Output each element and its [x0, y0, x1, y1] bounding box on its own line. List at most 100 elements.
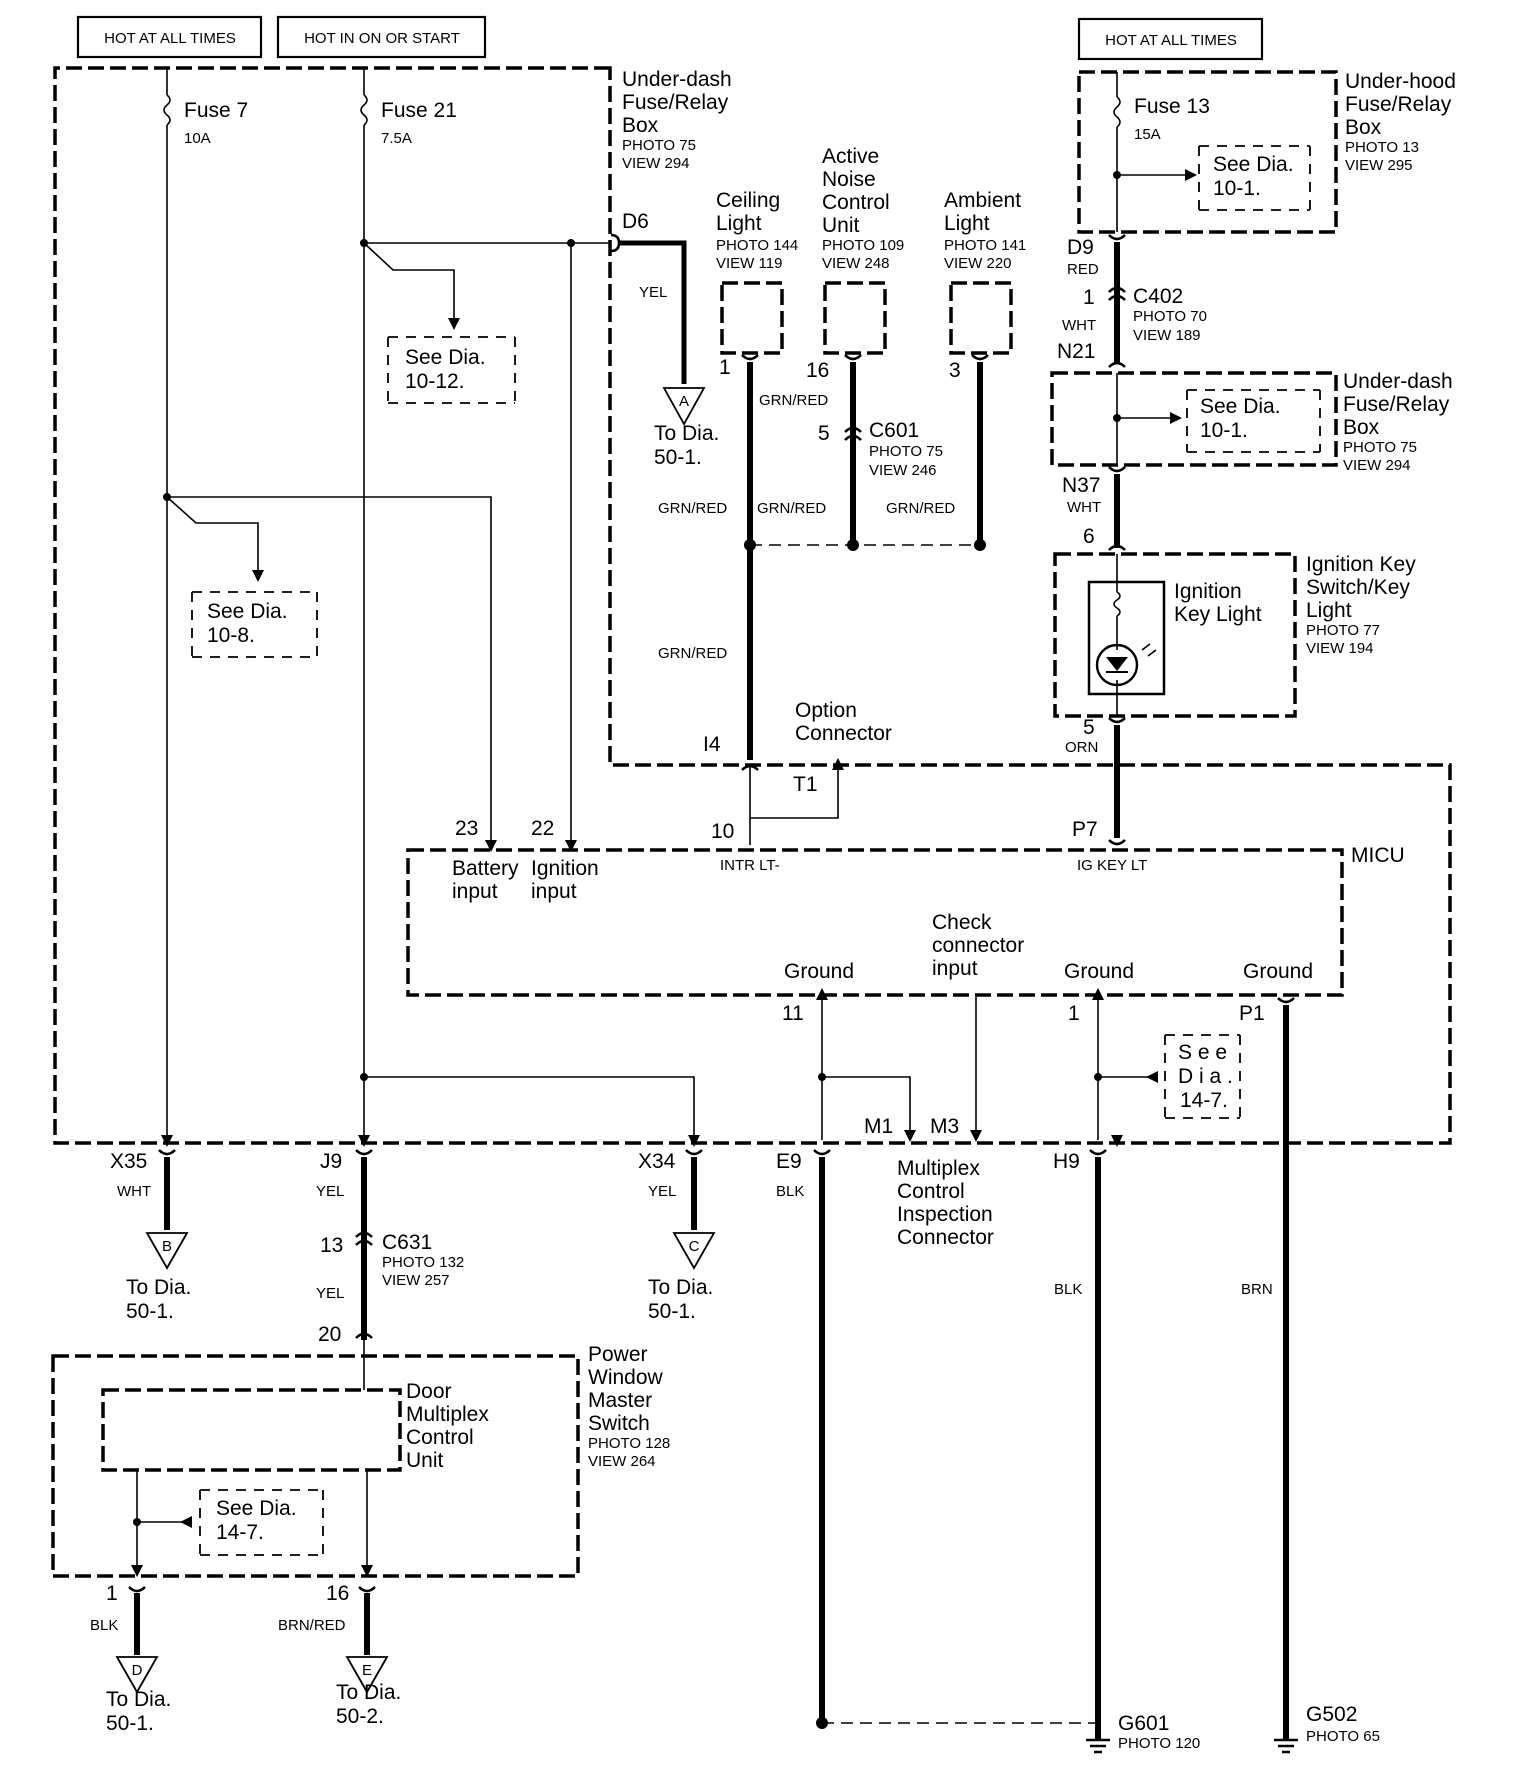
- d6-wire-color: YEL: [639, 284, 667, 301]
- svg-text:Ceiling: Ceiling: [716, 189, 780, 212]
- svg-text:PHOTO 120: PHOTO 120: [1118, 1735, 1200, 1752]
- svg-text:23: 23: [455, 817, 478, 840]
- svg-text:INTR LT-: INTR LT-: [720, 857, 780, 874]
- svg-text:Unit: Unit: [822, 214, 860, 237]
- offpage-arrow-b: B: [145, 1232, 189, 1270]
- svg-text:Switch: Switch: [588, 1412, 650, 1435]
- svg-text:Ignition: Ignition: [1174, 580, 1242, 603]
- underdash-fuse-box-outline: [53, 66, 1452, 1145]
- svg-text:C631: C631: [382, 1231, 432, 1254]
- see-dia-10-1-mid-box: See Dia. 10-1.: [1186, 389, 1321, 453]
- hot-at-all-times-right-box: HOT AT ALL TIMES: [1077, 17, 1264, 61]
- to-dia-b-l1: To Dia.: [126, 1276, 191, 1299]
- svg-text:10A: 10A: [184, 130, 211, 147]
- svg-text:PHOTO 75: PHOTO 75: [1343, 439, 1417, 456]
- thick-wires: [134, 240, 1289, 1740]
- svg-text:Fuse 7: Fuse 7: [184, 99, 248, 122]
- svg-text:M1: M1: [864, 1115, 893, 1138]
- svg-text:input: input: [531, 880, 577, 903]
- svg-text:YEL: YEL: [648, 1183, 676, 1200]
- svg-text:P7: P7: [1072, 818, 1098, 841]
- svg-text:15A: 15A: [1134, 126, 1161, 143]
- svg-text:To Dia.: To Dia.: [106, 1688, 171, 1711]
- to-dia-b-l2: 50-1.: [126, 1300, 174, 1323]
- d6-pin: D6: [622, 210, 649, 233]
- svg-text:Inspection: Inspection: [897, 1203, 993, 1226]
- svg-text:GRN/RED: GRN/RED: [759, 392, 828, 409]
- svg-text:Fuse/Relay: Fuse/Relay: [1345, 93, 1452, 116]
- to-dia-d-label: 1 BLK To Dia. 50-1.: [90, 1582, 171, 1735]
- svg-text:Master: Master: [588, 1389, 652, 1412]
- svg-text:WHT: WHT: [117, 1183, 151, 1200]
- svg-text:H9: H9: [1053, 1150, 1080, 1173]
- hot-at-all-times-right-label: HOT AT ALL TIMES: [1105, 32, 1237, 49]
- svg-text:Ambient: Ambient: [944, 189, 1021, 212]
- svg-text:P1: P1: [1239, 1002, 1265, 1025]
- svg-text:Ignition Key: Ignition Key: [1306, 553, 1416, 576]
- svg-text:Connector: Connector: [897, 1226, 994, 1249]
- svg-text:Key Light: Key Light: [1174, 603, 1262, 626]
- svg-text:1: 1: [106, 1582, 118, 1605]
- micu-box-outline: [406, 848, 1344, 997]
- svg-text:connector: connector: [932, 934, 1024, 957]
- offpage-arrow-e: E: [345, 1656, 389, 1694]
- svg-text:13: 13: [320, 1234, 343, 1257]
- c631-label: 13 C631 PHOTO 132 VIEW 257 YEL 20: [316, 1231, 464, 1346]
- svg-text:X34: X34: [638, 1150, 676, 1173]
- door-mux-inner-box-outline: [101, 1388, 402, 1472]
- arrowheads: [131, 169, 1197, 1577]
- svg-text:G502: G502: [1306, 1703, 1357, 1726]
- svg-text:VIEW 294: VIEW 294: [1343, 457, 1411, 474]
- svg-text:Multiplex: Multiplex: [406, 1403, 489, 1426]
- svg-text:Active: Active: [822, 145, 879, 168]
- see-dia-14-7-left-ref: 14-7.: [216, 1521, 264, 1544]
- d9-wire-color: RED: [1067, 261, 1099, 278]
- see-dia-10-1-mid-ref: 10-1.: [1200, 419, 1248, 442]
- bottom-pin-labels: X35 WHT J9 YEL X34 YEL E9 BLK H9 BLK BRN: [110, 1150, 1273, 1298]
- svg-text:11: 11: [782, 1002, 804, 1025]
- svg-text:PHOTO 128: PHOTO 128: [588, 1435, 670, 1452]
- svg-text:Check: Check: [932, 911, 992, 934]
- svg-text:Box: Box: [1345, 116, 1382, 139]
- n37-wire-color: WHT: [1067, 499, 1101, 516]
- svg-text:Fuse/Relay: Fuse/Relay: [1343, 393, 1450, 416]
- svg-text:20: 20: [318, 1323, 341, 1346]
- svg-text:Window: Window: [588, 1366, 664, 1389]
- g502-label: G502 PHOTO 65: [1306, 1703, 1380, 1745]
- micu-label: MICU 23 22 10 P7 Battery input Ignition …: [452, 817, 1405, 1025]
- n37-pin: N37: [1062, 474, 1101, 497]
- see-dia-14-7-left-label: See Dia.: [216, 1497, 297, 1520]
- to-dia-e-label: 16 BRN/RED To Dia. 50-2.: [278, 1582, 401, 1728]
- svg-text:BRN/RED: BRN/RED: [278, 1617, 346, 1634]
- ground-g601-icon: [1086, 1738, 1110, 1754]
- svg-text:Ground: Ground: [784, 960, 854, 983]
- svg-text:PHOTO 75: PHOTO 75: [869, 443, 943, 460]
- wire-grn-red-a: GRN/RED: [658, 500, 727, 517]
- svg-text:WHT: WHT: [1062, 317, 1096, 334]
- svg-text:X35: X35: [110, 1150, 147, 1173]
- underhood-fuse-box-outline: [1077, 70, 1338, 234]
- see-dia-10-12-box: See Dia. 10-12.: [387, 336, 516, 404]
- ignition-switch-box-outline: [1053, 552, 1297, 718]
- thin-wires: [136, 68, 1185, 1724]
- junction-dots: [133, 171, 1121, 1729]
- svg-text:J9: J9: [320, 1150, 342, 1173]
- svg-text:BRN: BRN: [1241, 1281, 1273, 1298]
- svg-text:IG KEY LT: IG KEY LT: [1077, 857, 1147, 874]
- fuse-21-label: Fuse 21 7.5A: [381, 99, 457, 147]
- see-dia-14-7-left-box: See Dia. 14-7.: [199, 1489, 324, 1556]
- svg-text:Ground: Ground: [1064, 960, 1134, 983]
- svg-text:PHOTO 141: PHOTO 141: [944, 237, 1026, 254]
- svg-text:1: 1: [1083, 286, 1095, 309]
- svg-text:PHOTO 77: PHOTO 77: [1306, 622, 1380, 639]
- see-dia-10-12-ref: 10-12.: [405, 370, 465, 393]
- svg-text:22: 22: [531, 817, 554, 840]
- svg-text:6: 6: [1083, 525, 1095, 548]
- svg-text:input: input: [932, 957, 978, 980]
- svg-text:5: 5: [1083, 716, 1095, 739]
- svg-text:VIEW 246: VIEW 246: [869, 462, 937, 479]
- svg-text:PHOTO 144: PHOTO 144: [716, 237, 798, 254]
- svg-text:Under-dash: Under-dash: [622, 68, 732, 91]
- see-dia-10-1-top-box: See Dia. 10-1.: [1198, 145, 1311, 211]
- svg-text:Fuse 21: Fuse 21: [381, 99, 457, 122]
